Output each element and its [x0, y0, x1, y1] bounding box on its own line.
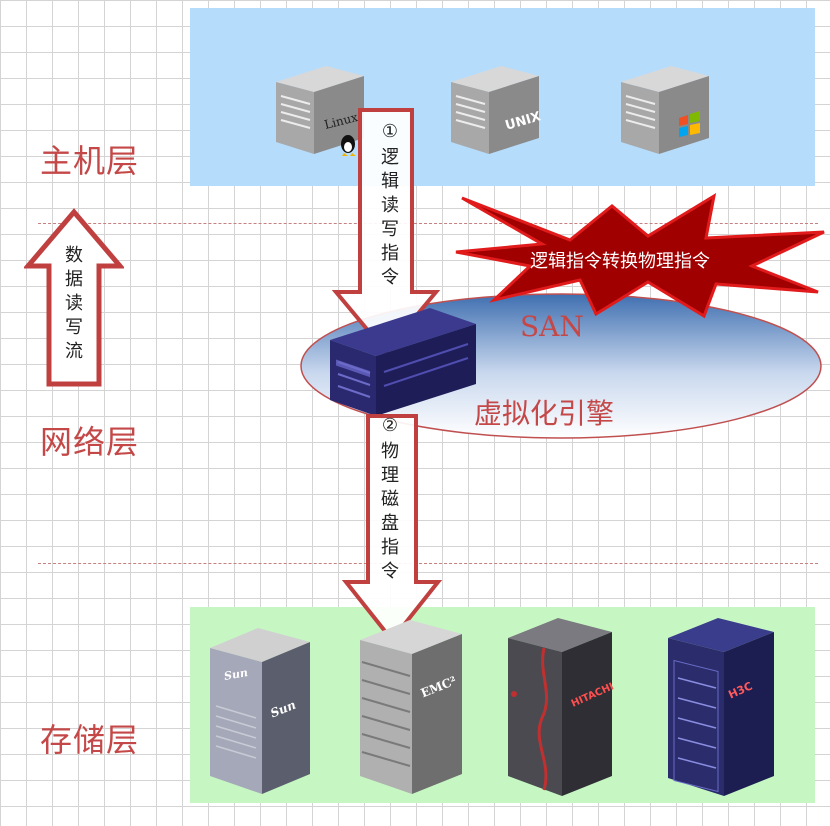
starburst-shape [455, 192, 825, 319]
host-layer-label: 主机层 [40, 142, 140, 180]
unix-server-icon [451, 66, 539, 154]
data-flow-up-arrow [24, 208, 124, 387]
linux-server-icon [276, 66, 364, 156]
divider-network-storage [38, 563, 818, 564]
step2-number: ② [381, 415, 399, 436]
divider-host-network [38, 223, 818, 224]
data-flow-label: 数 据 读 写 流 [65, 245, 83, 362]
physical-command-arrow [341, 414, 443, 644]
step1-label: 逻 辑 读 写 指 令 [381, 147, 399, 288]
step1-number: ① [381, 121, 399, 142]
windows-server-icon [621, 66, 709, 154]
h3c-storage-icon [668, 618, 774, 796]
network-layer-label: 网络层 [40, 423, 140, 461]
hitachi-storage-icon [508, 618, 612, 796]
virtualization-engine-device-icon [330, 308, 476, 416]
burst-label: 逻辑指令转换物理指令 [530, 251, 710, 272]
storage-layer-label: 存储层 [40, 721, 140, 759]
san-label: SAN [520, 310, 584, 343]
windows-logo-icon [679, 111, 700, 137]
linux-penguin-icon [341, 135, 356, 156]
virtualization-engine-label: 虚拟化引擎 [474, 397, 615, 430]
step2-label: 物 理 磁 盘 指 令 [381, 441, 399, 582]
sun-storage-icon [210, 628, 310, 794]
emc-storage-icon [360, 620, 462, 794]
